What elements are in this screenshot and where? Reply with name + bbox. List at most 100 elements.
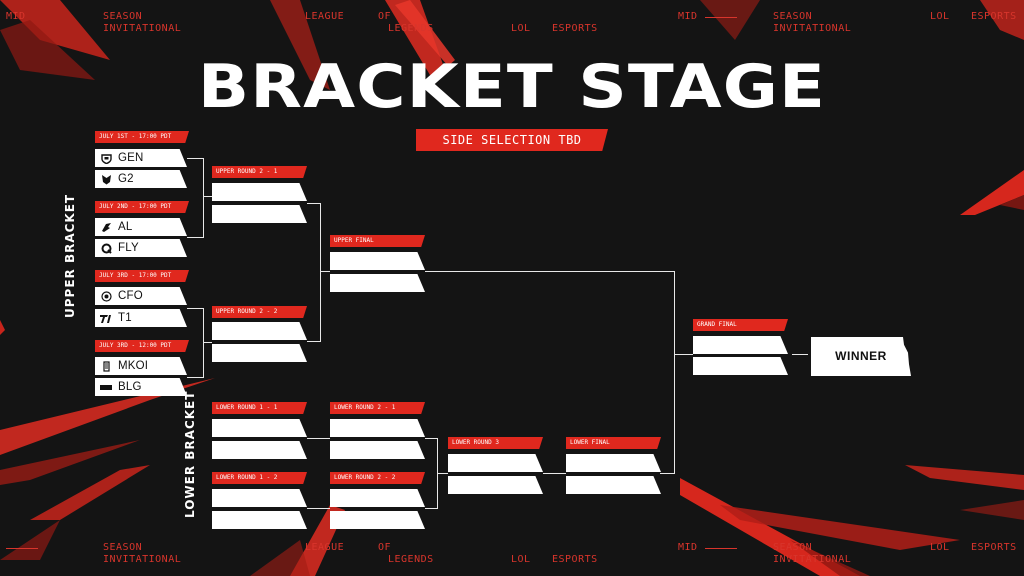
team-name: T1 bbox=[118, 312, 132, 324]
connector-line bbox=[307, 341, 321, 342]
team-slot-empty[interactable] bbox=[212, 489, 307, 507]
team-slot-empty[interactable] bbox=[566, 454, 661, 472]
team-name: BLG bbox=[118, 381, 142, 393]
team-slot-al[interactable]: AL bbox=[95, 218, 187, 236]
ticker-season: SEASON bbox=[103, 11, 143, 22]
team-slot-empty[interactable] bbox=[212, 183, 307, 201]
ticker-season-bottom: SEASON bbox=[103, 542, 143, 553]
team-slot-t1[interactable]: T1 bbox=[95, 309, 187, 327]
team-slot-empty[interactable] bbox=[330, 441, 425, 459]
team-name: AL bbox=[118, 221, 133, 233]
team-slot-empty[interactable] bbox=[212, 344, 307, 362]
ticker-of-bottom: OF bbox=[378, 542, 392, 553]
ticker-legends-bottom: LEGENDS bbox=[388, 554, 434, 565]
match-header: UPPER ROUND 2 - 2 bbox=[212, 306, 307, 318]
t1-logo-icon bbox=[100, 312, 112, 324]
ticker-lol-bottom-right: LOL bbox=[930, 542, 950, 553]
connector-line bbox=[187, 158, 203, 159]
connector-line bbox=[320, 271, 330, 272]
team-slot-empty[interactable] bbox=[448, 476, 543, 494]
match-time-header: JULY 1ST - 17:00 PDT bbox=[95, 131, 189, 143]
ticker-invitational-bottom-right: INVITATIONAL bbox=[773, 554, 852, 565]
connector-line bbox=[307, 438, 330, 439]
team-slot-empty[interactable] bbox=[212, 419, 307, 437]
connector-line bbox=[320, 203, 321, 342]
team-slot-empty[interactable] bbox=[693, 357, 788, 375]
team-slot-empty[interactable] bbox=[330, 274, 425, 292]
team-slot-empty[interactable] bbox=[212, 511, 307, 529]
ticker-league-bottom: LEAGUE bbox=[305, 542, 345, 553]
ticker-divider-bottom bbox=[6, 548, 38, 549]
team-slot-empty[interactable] bbox=[212, 441, 307, 459]
connector-line bbox=[307, 203, 321, 204]
match-time-header: JULY 3RD - 12:00 PDT bbox=[95, 340, 189, 352]
connector-line bbox=[543, 473, 566, 474]
match-header: LOWER ROUND 1 - 1 bbox=[212, 402, 307, 414]
ticker-league: LEAGUE bbox=[305, 11, 345, 22]
team-slot-empty[interactable] bbox=[448, 454, 543, 472]
match-time-header: JULY 3RD - 17:00 PDT bbox=[95, 270, 189, 282]
lower-bracket-label: LOWER BRACKET bbox=[183, 390, 197, 518]
connector-line bbox=[307, 508, 330, 509]
ticker-divider-bottom-right bbox=[705, 548, 737, 549]
team-name: GEN bbox=[118, 152, 144, 164]
team-slot-empty[interactable] bbox=[212, 205, 307, 223]
match-header: GRAND FINAL bbox=[693, 319, 788, 331]
connector-line bbox=[203, 196, 212, 197]
team-name: MKOI bbox=[118, 360, 149, 372]
connector-line bbox=[425, 271, 675, 272]
match-header: LOWER ROUND 2 - 1 bbox=[330, 402, 425, 414]
connector-line bbox=[660, 473, 675, 474]
side-selection-banner: SIDE SELECTION TBD bbox=[416, 129, 608, 151]
ticker-mid-right: MID bbox=[678, 11, 698, 22]
team-slot-empty[interactable] bbox=[330, 419, 425, 437]
ticker-esports-bottom: ESPORTS bbox=[552, 554, 598, 565]
team-name: FLY bbox=[118, 242, 139, 254]
ticker-season-right: SEASON bbox=[773, 11, 813, 22]
match-header: LOWER ROUND 2 - 2 bbox=[330, 472, 425, 484]
match-header: LOWER ROUND 3 bbox=[448, 437, 543, 449]
fly-logo-icon bbox=[100, 242, 112, 254]
ticker-season-bottom-right: SEASON bbox=[773, 542, 813, 553]
ticker-lol-bottom: LOL bbox=[511, 554, 531, 565]
team-slot-empty[interactable] bbox=[693, 336, 788, 354]
team-slot-cfo[interactable]: CFO bbox=[95, 287, 187, 305]
ticker-mid-bottom: MID bbox=[678, 542, 698, 553]
team-slot-empty[interactable] bbox=[330, 489, 425, 507]
cfo-logo-icon bbox=[100, 290, 112, 302]
connector-line bbox=[187, 377, 203, 378]
ticker-mid: MID bbox=[6, 11, 26, 22]
connector-line bbox=[674, 354, 693, 355]
team-slot-empty[interactable] bbox=[330, 252, 425, 270]
gen-logo-icon bbox=[100, 152, 112, 164]
connector-line bbox=[425, 508, 438, 509]
blg-logo-icon bbox=[100, 381, 112, 393]
connector-line bbox=[425, 438, 438, 439]
ticker-esports: ESPORTS bbox=[552, 23, 598, 34]
ticker-of: OF bbox=[378, 11, 392, 22]
match-header: UPPER ROUND 2 - 1 bbox=[212, 166, 307, 178]
connector-line bbox=[437, 473, 448, 474]
match-header: LOWER FINAL bbox=[566, 437, 661, 449]
team-name: G2 bbox=[118, 173, 134, 185]
ticker-lol-right: LOL bbox=[930, 11, 950, 22]
team-slot-empty[interactable] bbox=[212, 322, 307, 340]
connector-line bbox=[792, 354, 808, 355]
team-slot-empty[interactable] bbox=[566, 476, 661, 494]
team-slot-mkoi[interactable]: MKOI bbox=[95, 357, 187, 375]
connector-line bbox=[187, 308, 203, 309]
team-slot-g2[interactable]: G2 bbox=[95, 170, 187, 188]
team-slot-gen[interactable]: GEN bbox=[95, 149, 187, 167]
mkoi-logo-icon bbox=[100, 360, 112, 372]
ticker-invitational-right: INVITATIONAL bbox=[773, 23, 852, 34]
g2-logo-icon bbox=[100, 173, 112, 185]
match-header: LOWER ROUND 1 - 2 bbox=[212, 472, 307, 484]
ticker-invitational: INVITATIONAL bbox=[103, 23, 182, 34]
team-slot-blg[interactable]: BLG bbox=[95, 378, 187, 396]
team-slot-empty[interactable] bbox=[330, 511, 425, 529]
ticker-esports-bottom-right: ESPORTS bbox=[971, 542, 1017, 553]
team-slot-fly[interactable]: FLY bbox=[95, 239, 187, 257]
match-time-header: JULY 2ND - 17:00 PDT bbox=[95, 201, 189, 213]
